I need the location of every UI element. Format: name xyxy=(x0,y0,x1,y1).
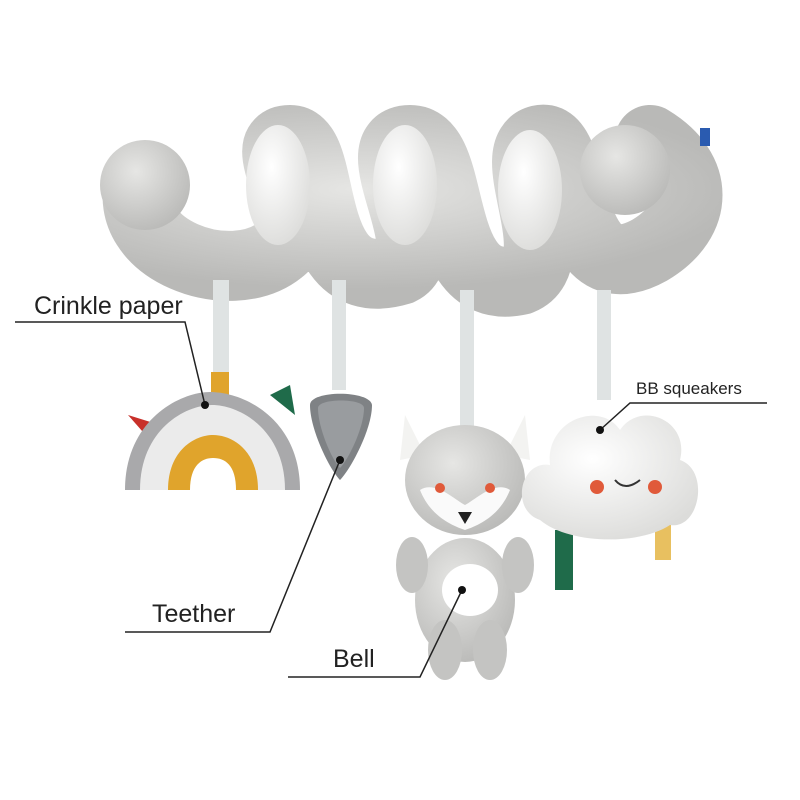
spiral-body xyxy=(100,104,723,317)
cloud-plush xyxy=(521,415,699,590)
rainbow-crinkle-toy xyxy=(125,372,300,490)
label-bb-squeakers: BB squeakers xyxy=(636,379,742,398)
teether xyxy=(310,393,372,480)
callout-lines xyxy=(15,321,767,678)
straps xyxy=(213,280,611,440)
label-bell: Bell xyxy=(333,645,375,673)
fox-plush xyxy=(396,415,534,680)
label-crinkle-paper: Crinkle paper xyxy=(34,292,183,320)
label-teether: Teether xyxy=(152,600,236,628)
